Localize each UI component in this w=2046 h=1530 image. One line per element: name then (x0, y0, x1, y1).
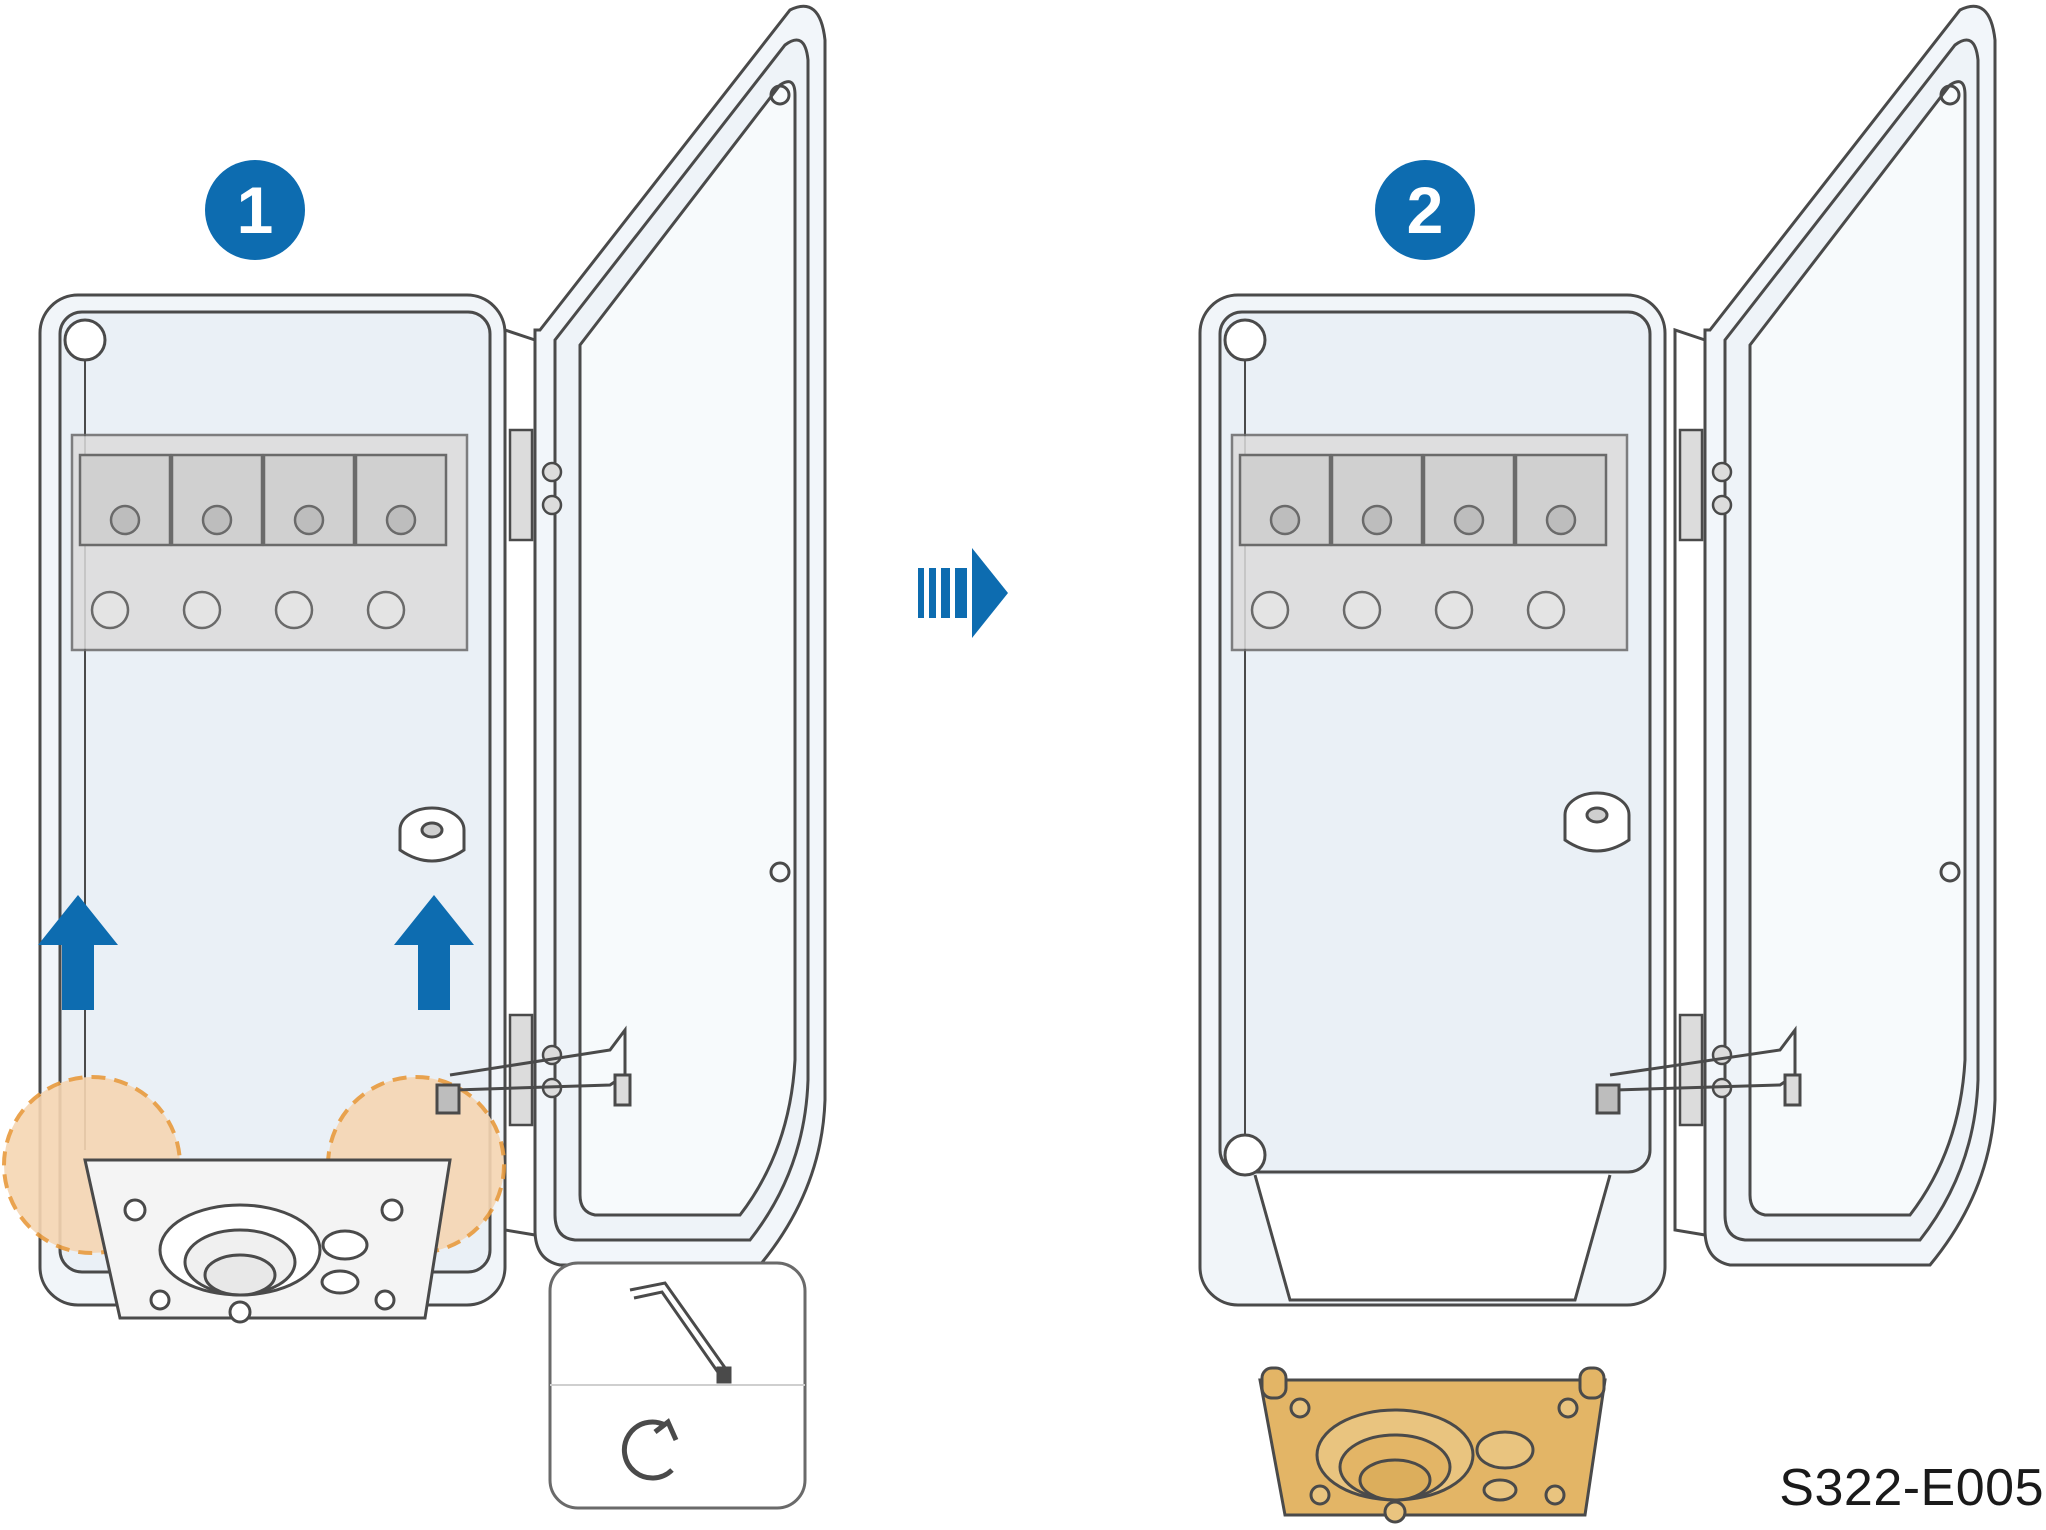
standoff-2 (1563, 791, 1631, 853)
terminal-block-2 (1230, 433, 1629, 652)
push-up-arrows (38, 895, 474, 1010)
tool-hint-box (548, 1261, 807, 1510)
terminal-block-1 (70, 433, 469, 652)
next-step-arrow-icon (918, 548, 1008, 638)
hinge-1 (508, 428, 563, 1127)
standoff-1 (398, 806, 466, 863)
step-2-number: 2 (1406, 173, 1444, 247)
step-1-badge: 1 (205, 160, 305, 260)
step-2-badge: 2 (1375, 160, 1475, 260)
counterclockwise-rotate-icon (621, 1418, 679, 1481)
hex-key-icon (629, 1281, 732, 1384)
up-arrow-right (394, 895, 474, 1010)
open-door-2 (1673, 4, 1997, 1267)
hex-key-stored (1595, 1025, 1802, 1115)
open-door-1 (503, 4, 827, 1267)
up-arrow-left (38, 895, 118, 1010)
step-2-panel (1198, 4, 1997, 1524)
step-1-number: 1 (236, 173, 274, 247)
drawing-code-label: S322-E005 (1779, 1459, 2044, 1517)
hex-key-in-use (435, 1025, 632, 1115)
step-1-panel (2, 4, 827, 1510)
cable-gland-plate-1 (83, 1158, 452, 1324)
removed-cable-gland-plate (1258, 1366, 1607, 1524)
